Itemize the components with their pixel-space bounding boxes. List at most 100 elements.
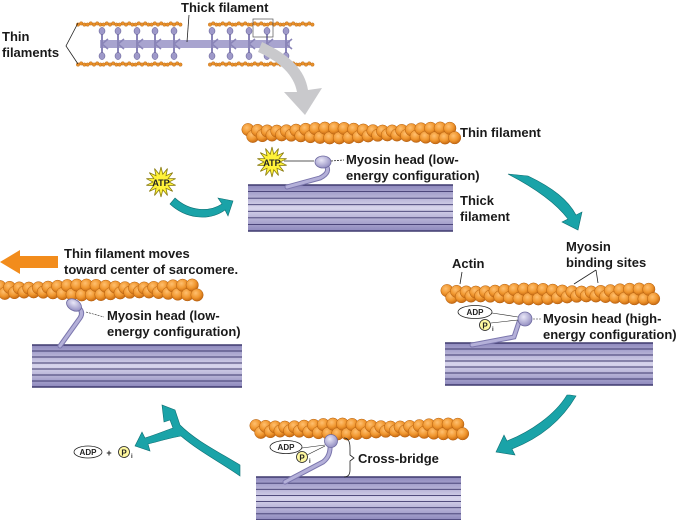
zoom-in-arrow [258,42,322,115]
svg-text:i: i [492,327,494,333]
overview-thin-filament-top [76,21,315,27]
overview-myosin-head [208,52,216,60]
overview-thick-filament-left [100,40,286,48]
phosphate-circle [296,451,308,463]
overview-thin-filament-bottom [76,61,315,67]
overview-myosin-head [170,27,178,35]
movement-arrow [0,250,58,274]
overview-thick-label: Thick filament [181,0,269,15]
overview-thin-label-2: filaments [2,45,59,60]
atp-binding-arrow [169,197,234,218]
overview-myosin-head [133,52,141,60]
free-atp: ATP [146,166,176,198]
actin-bead [448,131,462,145]
thick-filament [248,184,453,232]
phosphate-circle [479,319,491,331]
overview-myosin-head [245,27,253,35]
move-label-1: Thin filament moves [64,246,190,261]
binding-arrow [495,394,577,456]
binding-sites-label-1: Myosin [566,239,611,254]
thick-filament [256,476,461,520]
svg-text:ADP: ADP [278,443,296,452]
actin-bead [190,288,204,302]
overview-myosin-head [151,52,159,60]
myosin-head-label-2: energy configuration) [346,168,480,183]
adp-ellipse [73,445,103,459]
overview-myosin-head [133,27,141,35]
svg-text:ADP: ADP [467,308,485,317]
atp-bound-badge: ATP [257,146,287,178]
move-label-2: toward center of sarcomere. [64,262,238,277]
overview-myosin-head [263,27,271,35]
svg-text:i: i [309,459,311,465]
actin-bead [178,22,183,27]
overview-myosin-head [98,52,106,60]
actin-bead [456,427,470,441]
overview-myosin-head [226,52,234,60]
thick-filament [32,344,242,388]
thin-filament-label: Thin filament [460,125,542,140]
overview-zoom-box [252,18,274,38]
svg-text:+: + [106,448,111,458]
overview-myosin-head [226,27,234,35]
thin-filament-actin [249,417,470,441]
thin-filament-actin [440,282,661,306]
myosin-head-high-label-2: energy configuration) [543,327,677,342]
actin-bead [178,62,183,67]
svg-text:P: P [121,449,127,458]
thick-filament-body [256,477,461,520]
hydrolysis-arrow [507,173,583,231]
cross-bridge-label: Cross-bridge [358,451,439,466]
overview-thin-label-1: Thin [2,29,29,44]
thick-filament-body [32,345,242,387]
svg-text:i: i [131,454,133,460]
cross-bridge-brace [343,437,355,478]
thick-filament-label-2: filament [460,209,511,224]
thick-filament [445,342,653,386]
overview-myosin-head [282,27,290,35]
actin-bead [647,292,661,306]
overview-thin-bracket [65,22,79,65]
actin-bead [310,62,315,67]
overview-thick-leader [186,14,190,43]
adp-ellipse [457,305,493,319]
overview-myosin-head [114,52,122,60]
panel-right: ADP P i Actin Myosin binding sites Myosi… [440,239,677,386]
myosin-head-low-energy [314,155,332,169]
actin-label: Actin [452,256,485,271]
cross-bridge-head [324,434,338,448]
myosin-head-low-energy [66,298,82,312]
myosin-head-high-label-1: Myosin head (high- [543,311,661,326]
thin-filament-actin [0,278,204,302]
overview-myosin-head [170,52,178,60]
svg-text:ATP: ATP [263,158,280,168]
binding-sites-label-2: binding sites [566,255,646,270]
myosin-head-high-energy [517,311,533,327]
atp-star-icon [257,146,287,178]
overview-myosin-head [114,27,122,35]
myosin-head-left-label-1: Myosin head (low- [107,308,220,323]
panel-left: Thin filament moves toward center of sar… [0,246,242,388]
overview-myosin-head [98,27,106,35]
svg-text:ATP: ATP [152,178,169,188]
myosin-head-label-1: Myosin head (low- [346,152,459,167]
svg-text:ADP: ADP [80,448,98,457]
phosphate-circle [118,446,130,458]
power-stroke-arrow [134,404,241,477]
adp-ellipse [269,440,303,454]
thick-filament-body [445,343,653,385]
overview-myosin-head [208,27,216,35]
svg-text:P: P [299,454,305,463]
overview-myosin-head [151,27,159,35]
actin-bead [310,22,315,27]
panel-bottom: ADP P i Cross-bridge [249,417,470,520]
panel-top: ATP Thin filament Myosin head (low- ener… [241,121,542,232]
thick-filament-label-1: Thick [460,193,495,208]
thin-filament-actin [241,121,462,145]
svg-text:P: P [482,322,488,331]
myosin-head-left-label-2: energy configuration) [107,324,241,339]
released-products: ADP + P i [73,445,133,460]
overview-myosin-head [245,52,253,60]
atp-star-icon [146,166,176,198]
